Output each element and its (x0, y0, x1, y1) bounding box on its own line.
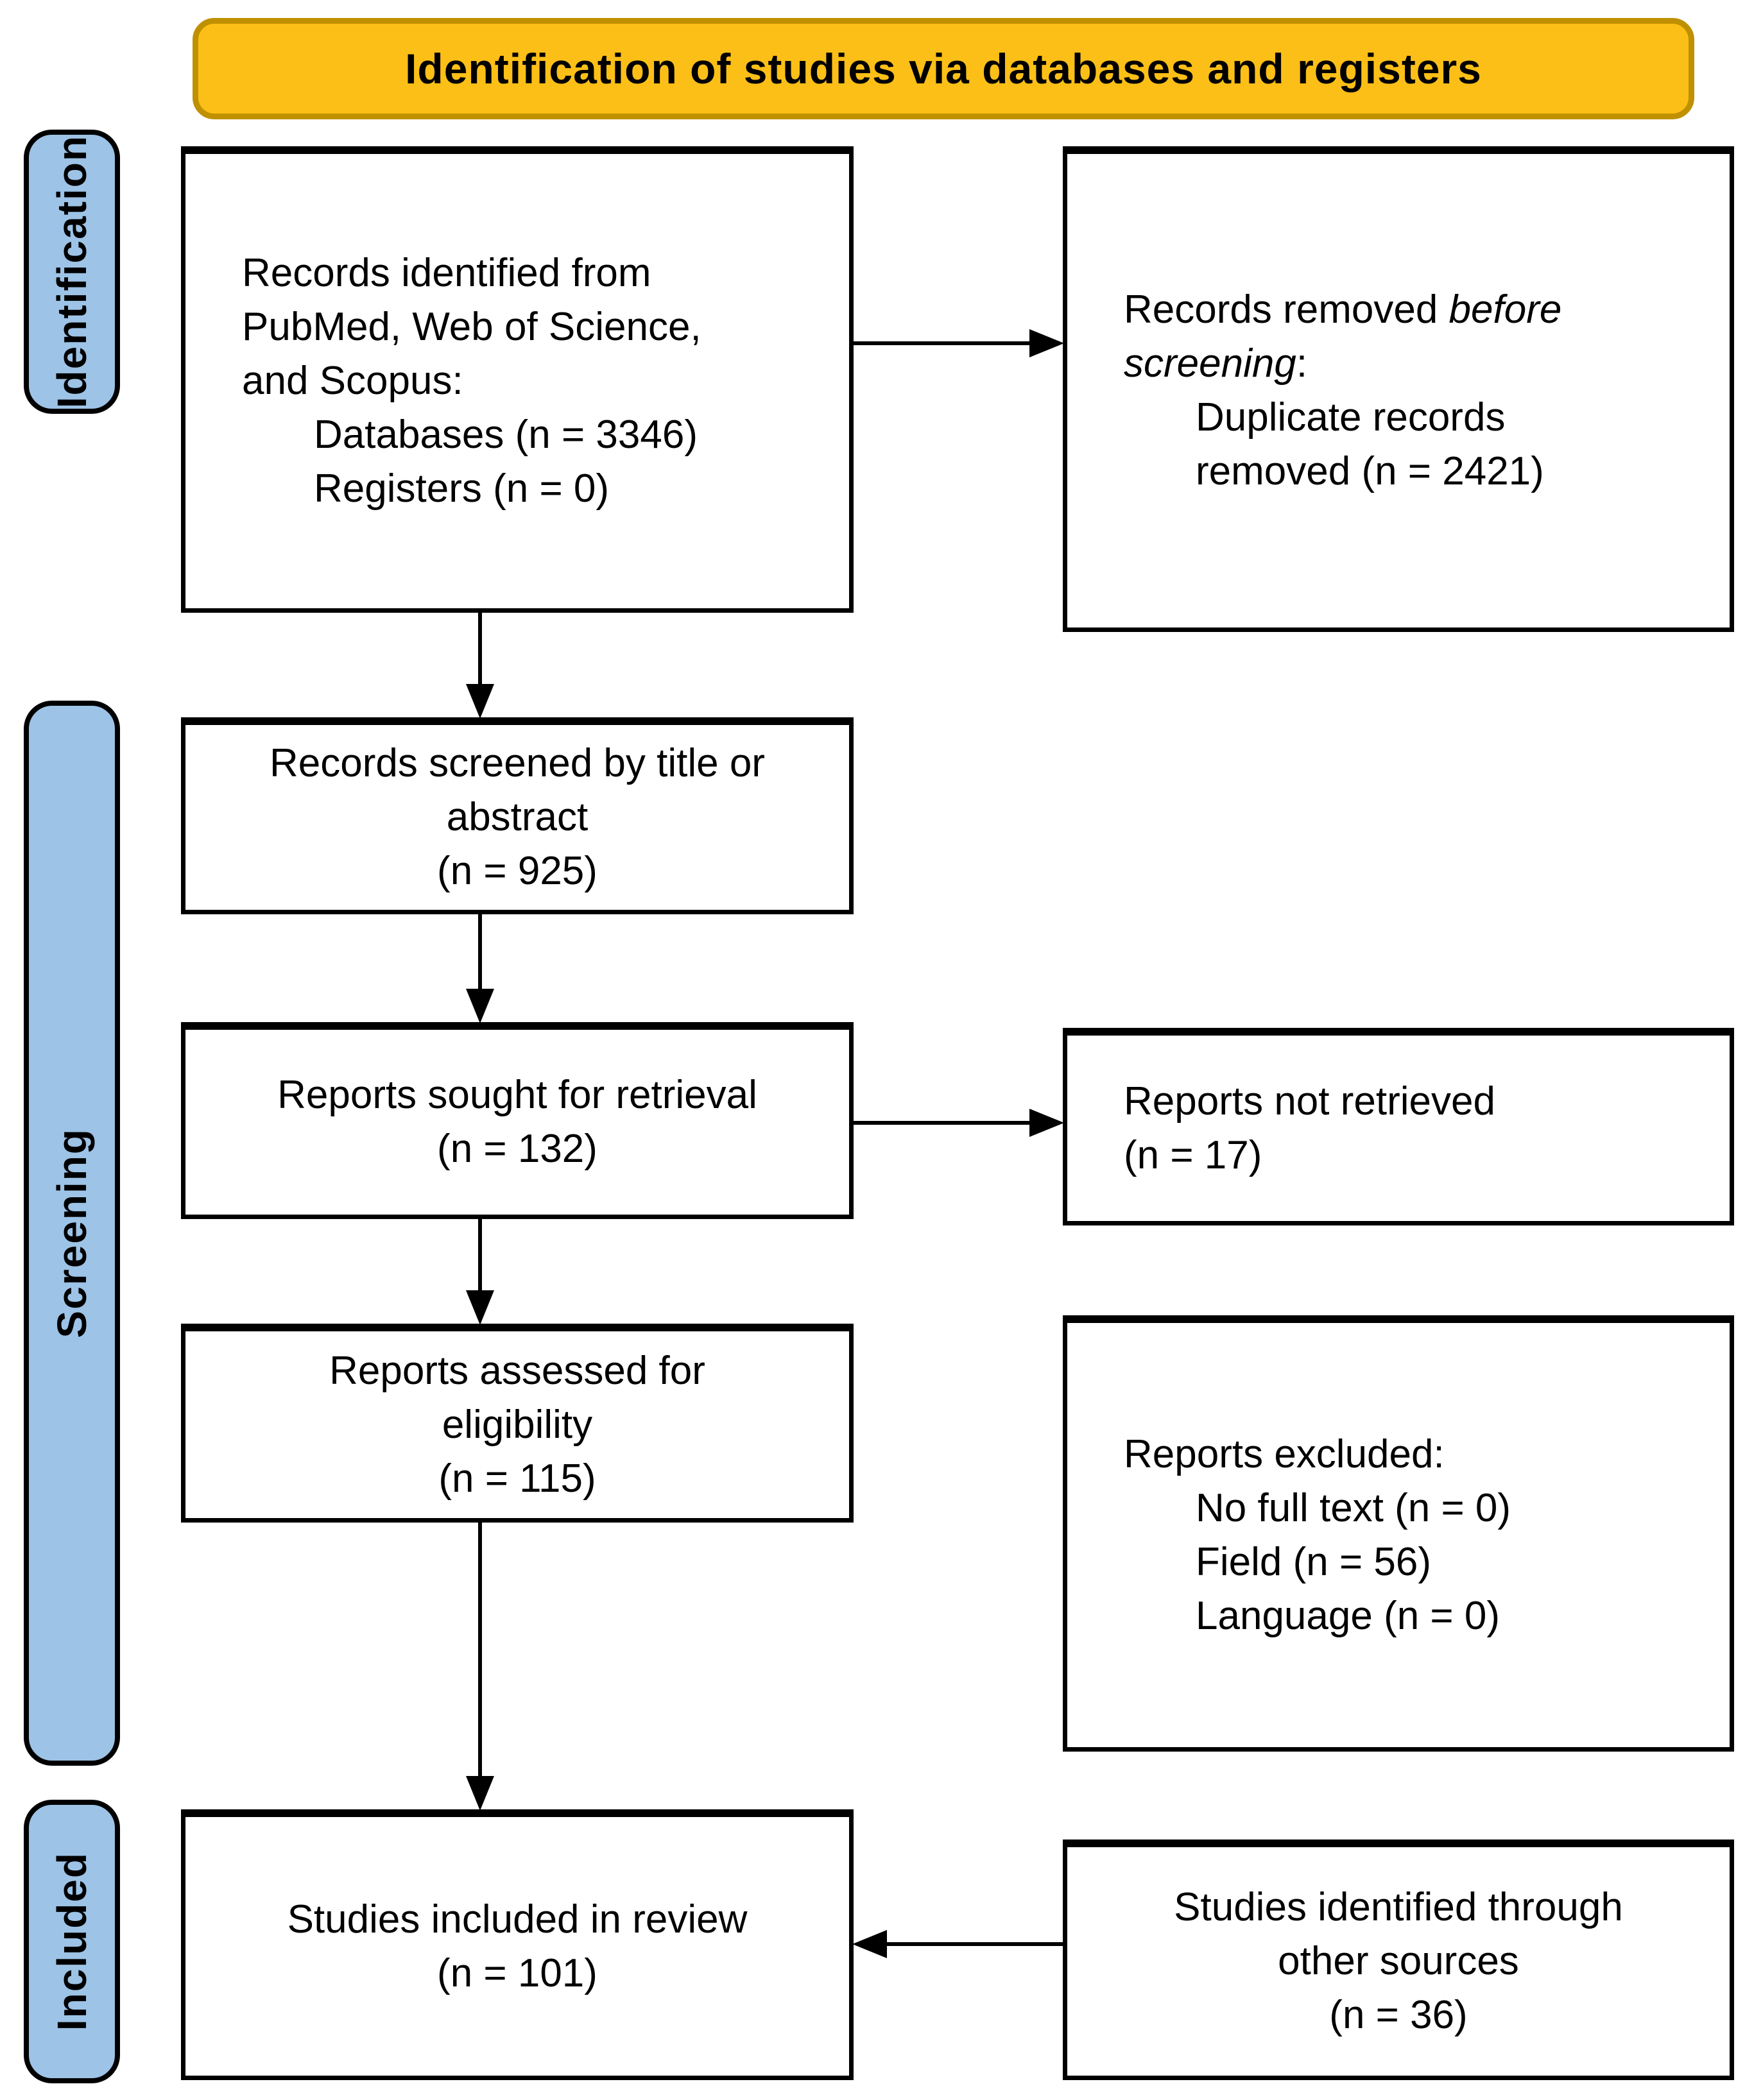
text-line: Reports sought for retrieval (277, 1073, 757, 1117)
text-line: No full text (n = 0) (1196, 1485, 1511, 1530)
stage-label-screening: Screening (24, 701, 120, 1766)
arrow-sought-to-assessed (461, 1218, 499, 1325)
records-identified-items: Databases (n = 3346) Registers (n = 0) (242, 408, 823, 516)
header-title: Identification of studies via databases … (405, 45, 1482, 92)
records-screened-lines: Records screened by title or abstract (n =… (205, 737, 830, 898)
box-reports-not-retrieved: Reports not retrieved (n = 17) (1063, 1028, 1734, 1225)
arrow-screened-to-sought (461, 913, 499, 1023)
box-reports-excluded: Reports excluded: No full text (n = 0) Fi… (1063, 1315, 1734, 1752)
box-studies-other-sources: Studies identified through other sources (… (1063, 1840, 1734, 2080)
text-line: Duplicate records (1196, 395, 1506, 440)
records-removed-items: Duplicate records removed (n = 2421) (1124, 391, 1704, 499)
text-line: Studies included in review (287, 1897, 748, 1942)
text-line: (n = 17) (1124, 1132, 1262, 1177)
records-removed-line-1: Records removed before (1124, 287, 1562, 332)
arrow-identified-to-removed (852, 324, 1064, 363)
text-line: Records screened by title or (270, 741, 765, 785)
text-line: eligibility (442, 1402, 593, 1447)
text-line: Reports assessed for (329, 1348, 705, 1393)
box-records-screened: Records screened by title or abstract (n =… (181, 717, 854, 914)
text-line: Language (n = 0) (1196, 1593, 1500, 1638)
reports-assessed-lines: Reports assessed for eligibility (n = 115) (205, 1344, 830, 1506)
stage-label-included: Included (24, 1800, 120, 2083)
arrow-assessed-to-included (461, 1521, 499, 1811)
text-line: (n = 36) (1329, 1993, 1468, 2037)
text-line: Databases (n = 3346) (314, 413, 698, 457)
studies-included-lines: Studies included in review (n = 101) (205, 1893, 830, 2001)
stage-label-identification: Identification (24, 130, 120, 414)
header-banner: Identification of studies via databases … (193, 18, 1694, 119)
stage-label-identification-text: Identification (49, 135, 95, 409)
reports-sought-lines: Reports sought for retrieval (n = 132) (205, 1068, 830, 1176)
text-line: (n = 132) (437, 1127, 597, 1171)
text-line: Reports not retrieved (1124, 1079, 1495, 1123)
text-line: Registers (n = 0) (314, 466, 610, 511)
studies-other-sources-lines: Studies identified through other sources (… (1087, 1881, 1710, 2042)
box-studies-included: Studies included in review (n = 101) (181, 1809, 854, 2080)
text-line: other sources (1278, 1939, 1519, 1983)
text-line: (n = 115) (438, 1456, 596, 1501)
box-reports-sought: Reports sought for retrieval (n = 132) (181, 1022, 854, 1219)
stage-label-screening-text: Screening (49, 1128, 95, 1338)
text-line: PubMed, Web of Science, (242, 305, 701, 349)
reports-excluded-items: No full text (n = 0) Field (n = 56) Langua… (1124, 1481, 1704, 1643)
text-line: (n = 101) (437, 1951, 597, 1995)
text-line: Field (n = 56) (1196, 1539, 1432, 1584)
text-line: Studies identified through (1174, 1885, 1623, 1929)
text-line: (n = 925) (437, 849, 597, 893)
reports-excluded-title: Reports excluded: (1124, 1431, 1445, 1476)
arrow-sought-to-not-retrieved (852, 1104, 1064, 1142)
stage-label-included-text: Included (49, 1852, 95, 2031)
text-line: Records identified from (242, 251, 651, 295)
text-line: removed (n = 2421) (1196, 449, 1544, 493)
text-line: abstract (446, 795, 589, 839)
box-reports-assessed: Reports assessed for eligibility (n = 115) (181, 1324, 854, 1523)
arrow-identified-to-screened (461, 611, 499, 719)
box-records-removed: Records removed before screening: Duplic… (1063, 146, 1734, 632)
reports-not-retrieved-lines: Reports not retrieved (n = 17) (1124, 1075, 1704, 1182)
records-removed-line-2: screening: (1124, 341, 1308, 386)
arrow-other-sources-to-included (852, 1925, 1064, 1963)
text-line: and Scopus: (242, 359, 463, 403)
